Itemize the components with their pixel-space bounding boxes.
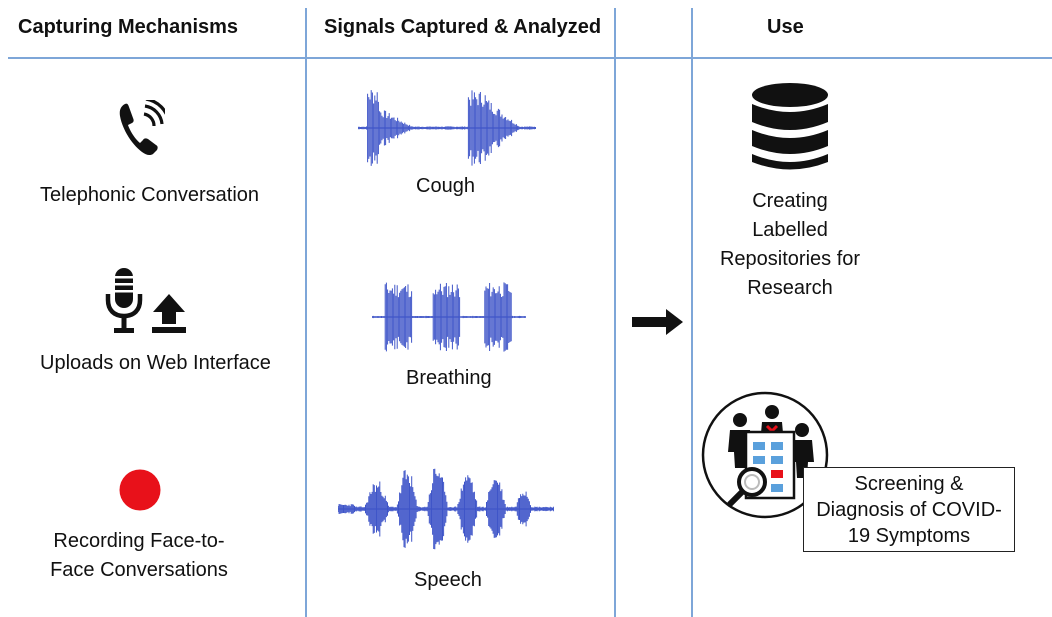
screening-diagnosis-label: Screening & Diagnosis of COVID- 19 Sympt… <box>803 467 1015 552</box>
database-icon <box>752 83 828 170</box>
header-divider <box>8 57 1052 59</box>
breathing-label: Breathing <box>406 367 492 389</box>
use-header: Use <box>767 16 804 38</box>
speech-waveform <box>338 468 554 550</box>
cough-waveform <box>358 90 536 166</box>
column-divider-2 <box>614 8 616 617</box>
column-divider-3 <box>691 8 693 617</box>
speech-label: Speech <box>414 569 482 591</box>
column-divider-1 <box>305 8 307 617</box>
telephonic-conversation-label: Telephonic Conversation <box>40 184 260 206</box>
cough-label: Cough <box>416 175 475 197</box>
signals-header: Signals Captured & Analyzed <box>324 16 602 38</box>
uploads-web-interface-label: Uploads on Web Interface <box>40 352 271 374</box>
microphone-upload-icon <box>105 268 186 333</box>
right-arrow-icon <box>632 309 683 335</box>
repositories-label: Creating Labelled Repositories for Resea… <box>719 190 861 299</box>
breathing-waveform <box>372 282 526 352</box>
phone-icon <box>119 100 165 156</box>
record-dot-icon <box>119 469 161 511</box>
screening-icon <box>701 391 829 519</box>
capturing-header: Capturing Mechanisms <box>18 16 239 38</box>
recording-face-to-face-label: Recording Face-to- Face Conversations <box>50 530 228 581</box>
